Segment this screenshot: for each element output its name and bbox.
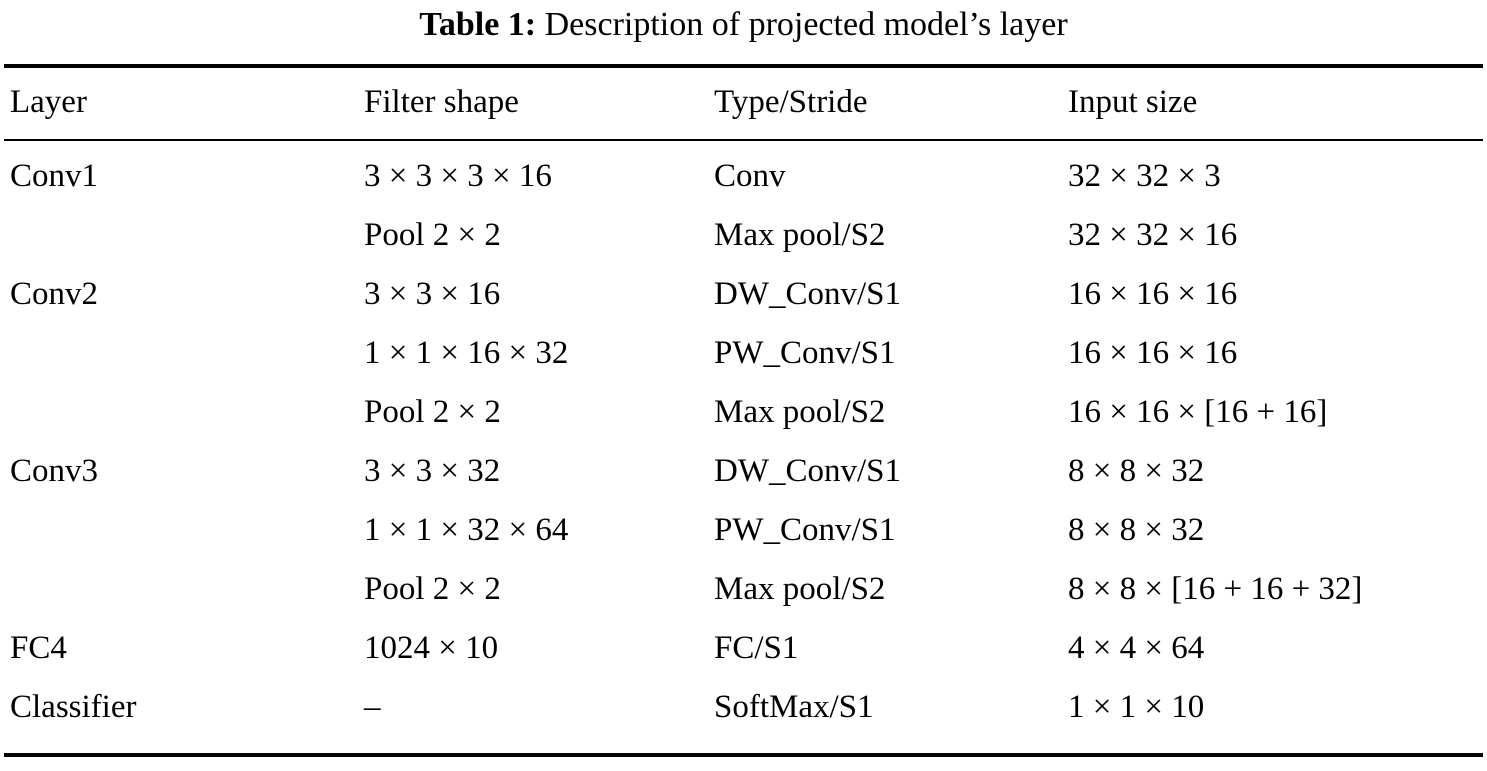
cell-type-stride: FC/S1 (714, 630, 799, 666)
cell-type-stride: PW_Conv/S1 (714, 335, 896, 371)
table-top-rule (4, 64, 1483, 68)
cell-layer: FC4 (10, 630, 67, 666)
cell-type-stride: SoftMax/S1 (714, 689, 874, 725)
cell-type-stride: Max pool/S2 (714, 217, 886, 253)
cell-type-stride: DW_Conv/S1 (714, 276, 902, 312)
table-caption-text: Description of projected model’s layer (544, 6, 1068, 43)
cell-type-stride: Conv (714, 158, 786, 194)
column-header-input-size: Input size (1068, 84, 1198, 120)
cell-input-size: 8 × 8 × 32 (1068, 512, 1205, 548)
cell-layer: Conv3 (10, 453, 99, 489)
cell-input-size: 8 × 8 × 32 (1068, 453, 1205, 489)
table-bottom-rule (4, 753, 1483, 757)
column-header-filter-shape: Filter shape (364, 84, 519, 120)
cell-filter-shape: 1 × 1 × 32 × 64 (364, 512, 569, 548)
cell-layer: Conv2 (10, 276, 99, 312)
cell-input-size: 1 × 1 × 10 (1068, 689, 1205, 725)
cell-input-size: 8 × 8 × [16 + 16 + 32] (1068, 571, 1363, 607)
cell-input-size: 16 × 16 × [16 + 16] (1068, 394, 1328, 430)
cell-layer: Classifier (10, 689, 137, 725)
cell-filter-shape: Pool 2 × 2 (364, 571, 501, 607)
cell-filter-shape: Pool 2 × 2 (364, 217, 501, 253)
cell-type-stride: Max pool/S2 (714, 394, 886, 430)
cell-layer: Conv1 (10, 158, 99, 194)
column-header-type-stride: Type/Stride (714, 84, 868, 120)
cell-type-stride: PW_Conv/S1 (714, 512, 896, 548)
cell-type-stride: DW_Conv/S1 (714, 453, 902, 489)
cell-input-size: 4 × 4 × 64 (1068, 630, 1205, 666)
cell-filter-shape: 3 × 3 × 32 (364, 453, 501, 489)
cell-input-size: 32 × 32 × 16 (1068, 217, 1238, 253)
table-caption: Table 1: Description of projected model’… (0, 2, 1487, 48)
cell-filter-shape: – (364, 689, 381, 725)
table-header-rule (4, 139, 1483, 141)
cell-filter-shape: 3 × 3 × 16 (364, 276, 501, 312)
cell-input-size: 16 × 16 × 16 (1068, 335, 1238, 371)
cell-filter-shape: 3 × 3 × 3 × 16 (364, 158, 552, 194)
cell-filter-shape: 1024 × 10 (364, 630, 499, 666)
cell-filter-shape: 1 × 1 × 16 × 32 (364, 335, 569, 371)
cell-filter-shape: Pool 2 × 2 (364, 394, 501, 430)
table-caption-label: Table 1: (419, 6, 537, 43)
cell-input-size: 16 × 16 × 16 (1068, 276, 1238, 312)
column-header-layer: Layer (10, 84, 87, 120)
cell-input-size: 32 × 32 × 3 (1068, 158, 1221, 194)
cell-type-stride: Max pool/S2 (714, 571, 886, 607)
